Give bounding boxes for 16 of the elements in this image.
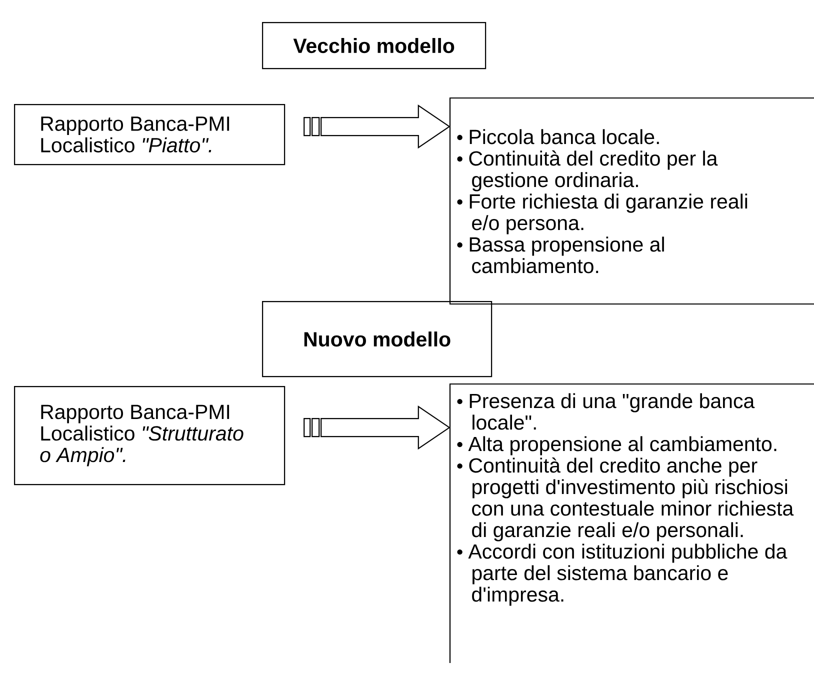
text-box: Rapporto Banca-PMI Localistico "Strutturato o Ampio". — [14, 386, 286, 486]
node-label: Presenza di una "grande banca locale". — [470, 393, 755, 430]
text-box: Rapporto Banca-PMI Localistico "Piatto". — [14, 104, 286, 166]
node-label: Bassa propensione al cambiamento. — [470, 236, 664, 274]
block-arrow — [304, 104, 450, 149]
node-label: Forte richiesta di garanzie reali e/o persona. — [470, 194, 748, 234]
text-box: Piccola banca locale. Continuità del credito per la gestione ordinaria. Forte richiesta di garanzie reali e/o persona. Bassa propensione al cambiamento. — [449, 97, 814, 305]
text-box: Presenza di una "grande banca locale". Alta propensione al cambiamento. Continuità del credito anche per progetti d'investimento più rischiosi con una contestuale minor richiesta di garanzie reali e/o personali. Accordi con istituzioni pubbliche da parte del sistema bancario e d'impresa. — [449, 383, 814, 663]
heading-box: Nuovo modello — [262, 301, 492, 378]
node-label: Accordi con istituzioni pubbliche da parte del sistema bancario e d'impresa. — [468, 544, 788, 606]
node-label: Alta propensione al cambiamento. — [468, 436, 776, 456]
heading-box: Vecchio modello — [262, 22, 486, 70]
node-label: Continuità del credito anche per progetti d'investimento più rischiosi con una contestuale minor richiesta di garanzie reali e/o personali. — [469, 457, 794, 542]
block-arrow — [304, 406, 450, 450]
node-label: Continuità del credito per la gestione ordinaria. — [469, 150, 718, 192]
node-label: Piccola banca locale. — [470, 129, 659, 144]
